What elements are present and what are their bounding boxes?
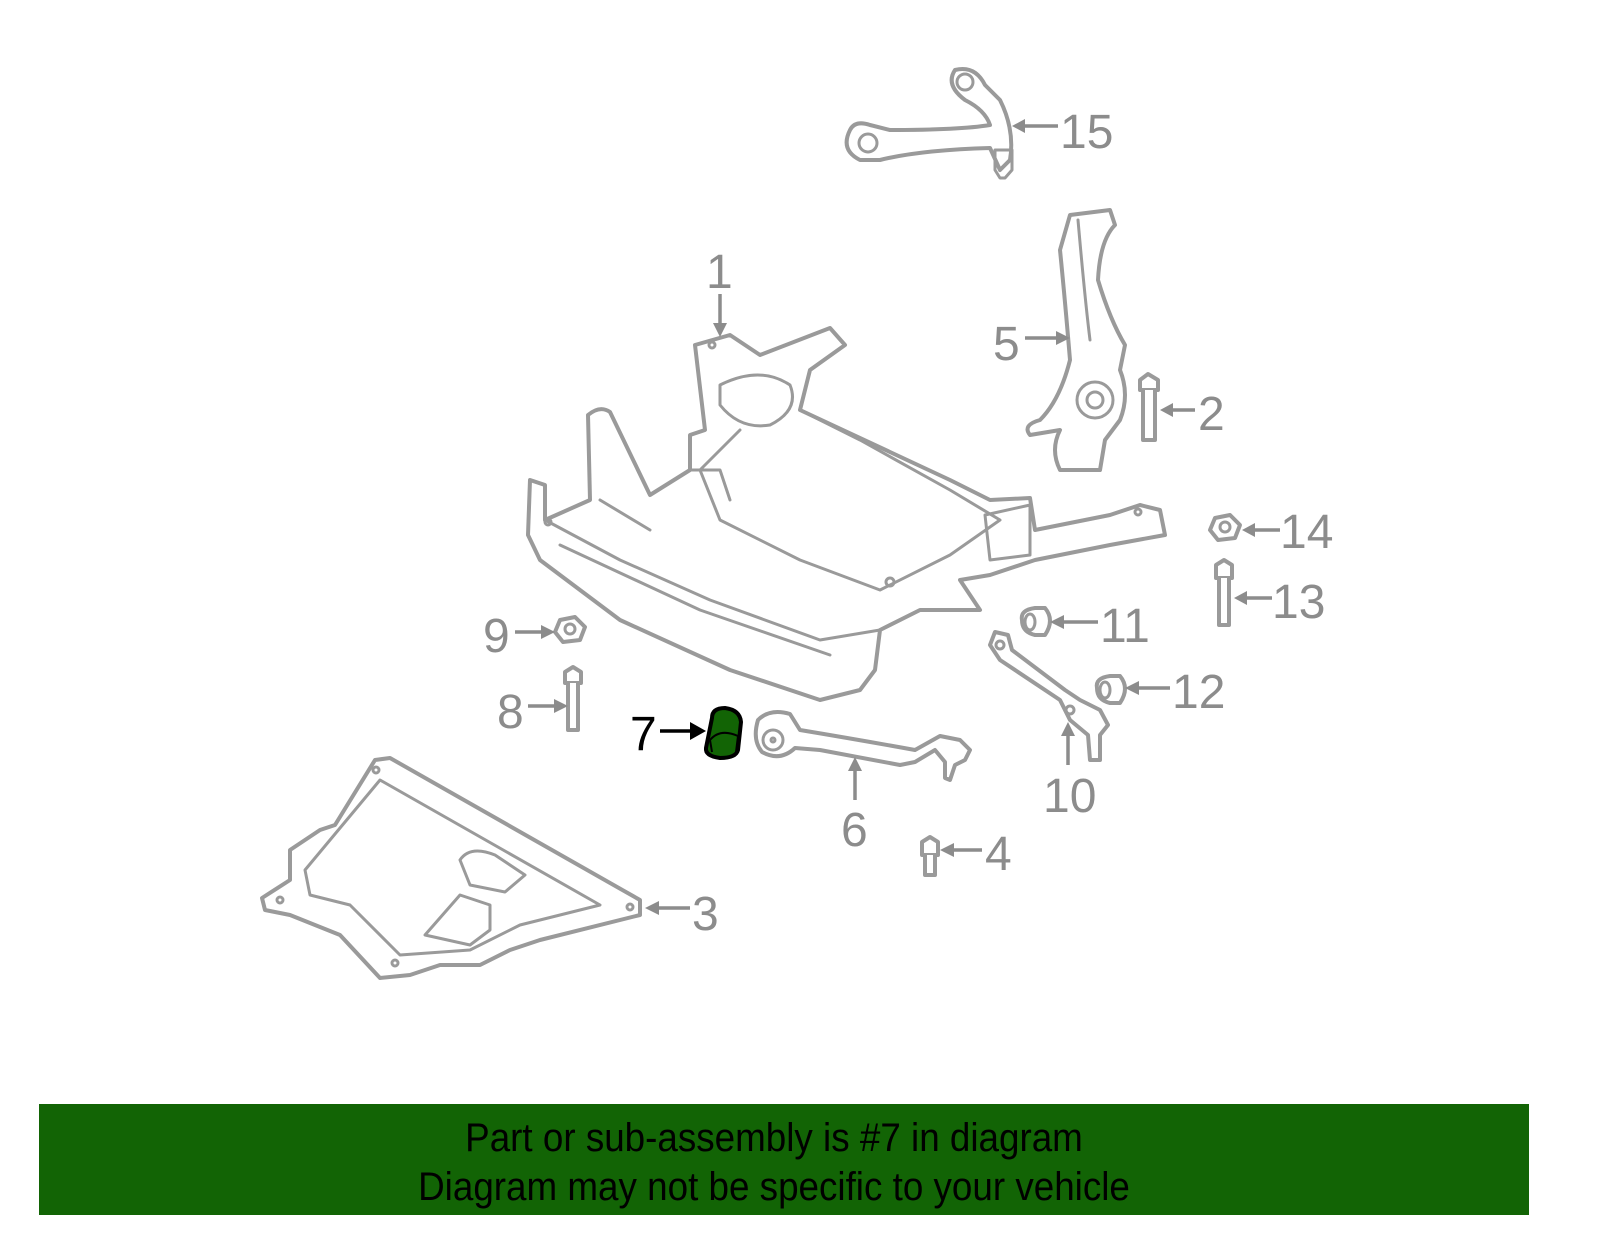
callout-6: 6 (841, 757, 868, 857)
part-15-upper-control-arm[interactable] (844, 67, 1014, 180)
part-1-subframe[interactable] (526, 326, 1167, 702)
callout-8: 8 (497, 686, 568, 739)
part-6-lower-control-arm[interactable] (753, 710, 972, 782)
callout-12: 12 (1125, 666, 1225, 719)
callout-5: 5 (993, 318, 1070, 371)
part-7-bushing-highlighted[interactable] (703, 705, 744, 761)
part-9-nut[interactable] (553, 615, 587, 644)
callout-2: 2 (1160, 388, 1225, 441)
callout-number: 14 (1280, 506, 1333, 559)
callout-10: 10 (1043, 722, 1096, 823)
callout-number: 15 (1060, 106, 1113, 159)
callout-number: 4 (985, 828, 1012, 881)
callout-number: 9 (483, 610, 510, 663)
callout-3: 3 (645, 888, 719, 941)
info-banner: Part or sub-assembly is #7 in diagram Di… (39, 1104, 1529, 1215)
part-2-bolt[interactable] (1138, 372, 1160, 442)
parts-diagram: 15 1 5 2 14 13 11 12 10 9 8 7 (260, 67, 1333, 980)
callout-number: 10 (1043, 770, 1096, 823)
callout-4: 4 (940, 828, 1012, 881)
callout-number: 11 (1100, 600, 1150, 653)
callout-number: 2 (1198, 388, 1225, 441)
part-8-bolt[interactable] (563, 665, 583, 732)
callout-number: 12 (1172, 666, 1225, 719)
callout-number: 3 (692, 888, 719, 941)
callout-1: 1 (706, 246, 733, 337)
callout-number: 5 (993, 318, 1020, 371)
callout-14: 14 (1242, 506, 1333, 559)
banner-line-part-number: Part or sub-assembly is #7 in diagram (465, 1116, 1083, 1160)
part-11-bushing[interactable] (1019, 606, 1052, 637)
part-10-lower-control-arm[interactable] (988, 630, 1110, 762)
callout-11: 11 (1050, 600, 1150, 653)
callout-number: 8 (497, 686, 524, 739)
part-13-bolt[interactable] (1214, 558, 1234, 627)
part-4-bolt[interactable] (920, 835, 940, 877)
callout-number: 1 (706, 246, 733, 299)
callout-7: 7 (630, 708, 706, 761)
callout-9: 9 (483, 610, 555, 663)
callout-number: 6 (841, 804, 868, 857)
banner-line-disclaimer: Diagram may not be specific to your vehi… (418, 1165, 1130, 1209)
part-12-bushing[interactable] (1094, 674, 1127, 705)
part-14-nut[interactable] (1208, 513, 1242, 542)
callout-15: 15 (1012, 106, 1113, 159)
callout-13: 13 (1234, 576, 1325, 629)
part-5-steering-knuckle[interactable] (1025, 208, 1127, 472)
callout-number: 7 (630, 708, 657, 761)
callout-number: 13 (1272, 576, 1325, 629)
part-3-skid-plate[interactable] (260, 756, 642, 980)
